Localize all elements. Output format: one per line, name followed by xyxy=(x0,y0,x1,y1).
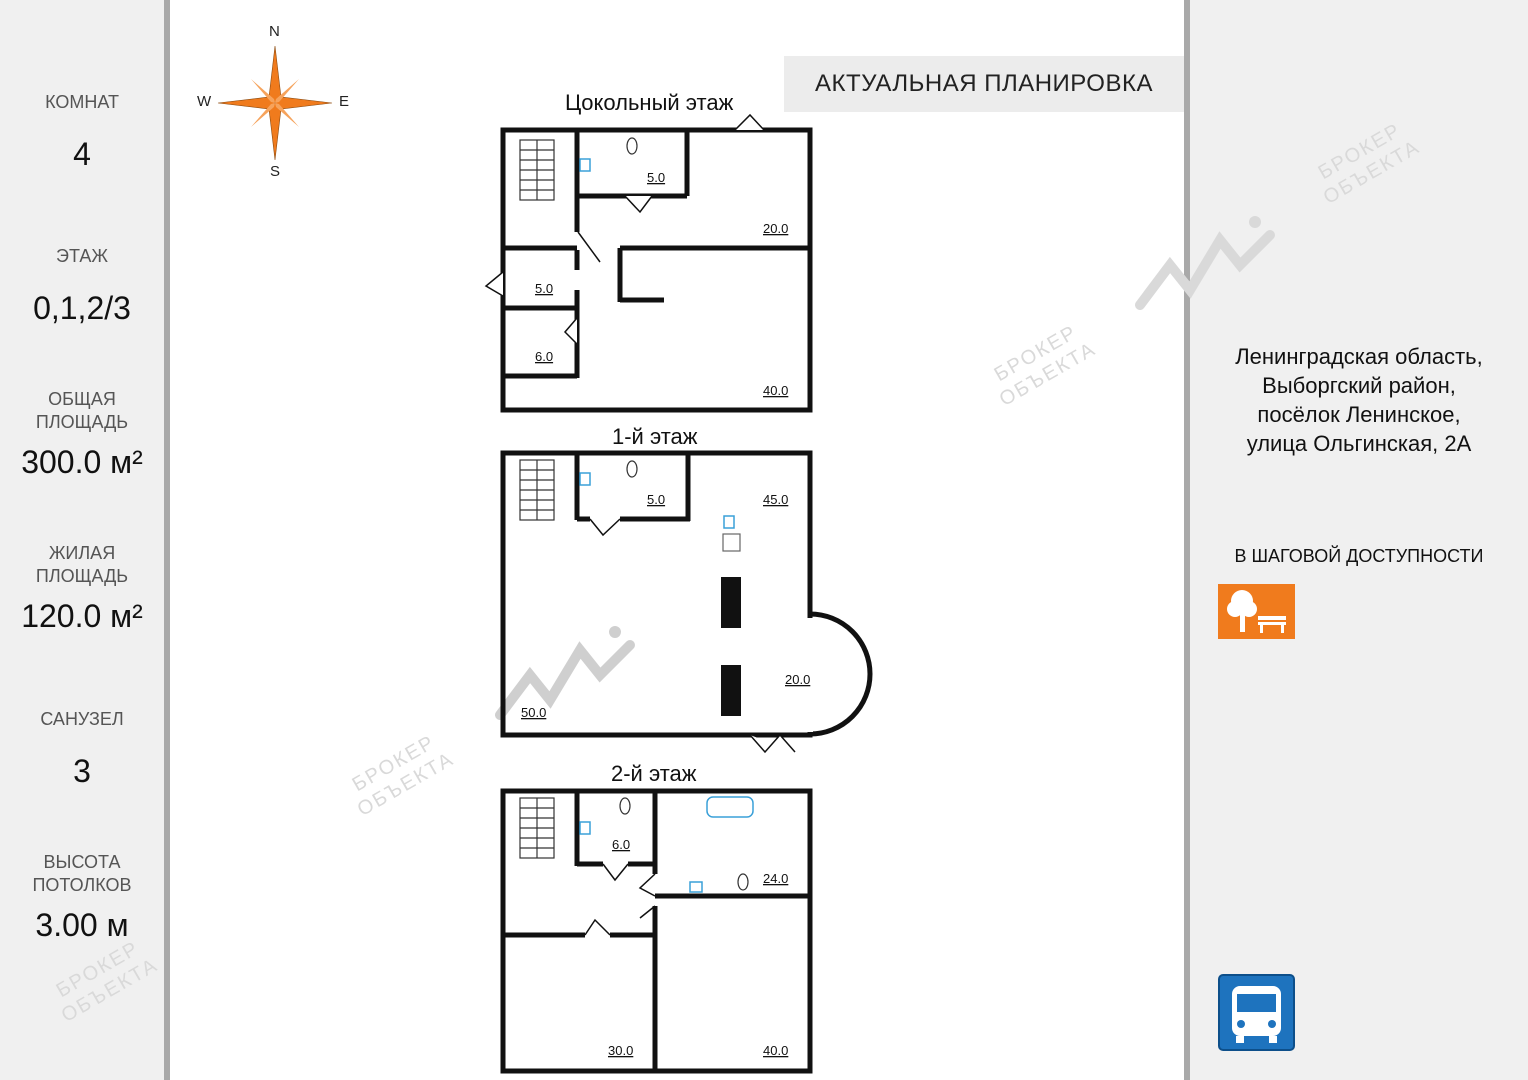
stairs-icon xyxy=(519,797,555,859)
compass-west: W xyxy=(197,93,212,110)
column xyxy=(721,577,741,628)
floor-plan-2 xyxy=(500,788,813,1074)
page-title: АКТУАЛЬНАЯ ПЛАНИРОВКА xyxy=(815,70,1153,97)
address: Ленинградская область, Выборгский район,… xyxy=(1196,342,1522,458)
watermark-logo-icon xyxy=(495,626,635,720)
bathroom-value: 3 xyxy=(73,753,91,789)
stairs-icon xyxy=(519,139,555,201)
room-area-label: 30.0 xyxy=(608,1043,633,1058)
header-band xyxy=(784,56,1184,112)
bathroom-label: САНУЗЕЛ xyxy=(40,709,124,729)
walking-distance-title: В ШАГОВОЙ ДОСТУПНОСТИ xyxy=(1234,546,1484,566)
compass-east: E xyxy=(339,93,350,110)
room-area-label: 5.0 xyxy=(535,281,553,296)
address-text: Ленинградская область, Выборгский район,… xyxy=(1235,344,1483,456)
total-area-value: 300.0 м² xyxy=(21,444,143,480)
compass-north: N xyxy=(269,23,280,40)
info-panel xyxy=(1190,0,1528,1080)
room-area-label: 6.0 xyxy=(612,837,630,852)
sink-icon xyxy=(579,158,735,529)
door-icon xyxy=(589,518,796,754)
door-icon xyxy=(584,863,656,936)
watermark-logo-icon xyxy=(1135,216,1275,310)
floor-title-2: 2-й этаж xyxy=(611,761,697,786)
living-area-label: ЖИЛАЯ ПЛОЩАДЬ xyxy=(35,543,129,586)
rooms-label: КОМНАТ xyxy=(45,92,119,112)
compass-rose-icon xyxy=(217,45,333,161)
sink-icon xyxy=(579,821,703,893)
room-area-label: 20.0 xyxy=(785,672,810,687)
floor-plan-1 xyxy=(500,450,873,738)
floor-plan-basement xyxy=(500,127,813,413)
floor-value: 0,1,2/3 xyxy=(33,290,131,326)
floor-label: ЭТАЖ xyxy=(56,246,108,266)
room-area-label: 40.0 xyxy=(763,383,788,398)
left-divider xyxy=(164,0,170,1080)
floor-title-1: 1-й этаж xyxy=(612,424,698,449)
room-area-label: 6.0 xyxy=(535,349,553,364)
compass-south: S xyxy=(270,163,281,180)
room-area-label: 24.0 xyxy=(763,871,788,886)
total-area-label: ОБЩАЯ ПЛОЩАДЬ xyxy=(35,389,129,432)
toilet-icon xyxy=(619,797,749,891)
room-area-label: 5.0 xyxy=(647,492,665,507)
park-bench-icon xyxy=(1218,584,1295,639)
room-area-label: 5.0 xyxy=(647,170,665,185)
room-area-label: 45.0 xyxy=(763,492,788,507)
toilet-icon xyxy=(626,137,638,478)
room-area-label: 40.0 xyxy=(763,1043,788,1058)
right-divider xyxy=(1184,0,1190,1080)
stairs-icon xyxy=(519,459,555,521)
rooms-value: 4 xyxy=(73,136,91,172)
bathtub-icon xyxy=(706,796,754,818)
door-icon xyxy=(484,113,765,345)
ceiling-height-label: ВЫСОТА ПОТОЛКОВ xyxy=(32,852,132,895)
column xyxy=(721,665,741,716)
stats-panel xyxy=(0,0,164,1080)
stove-icon xyxy=(722,533,741,552)
room-area-label: 50.0 xyxy=(521,705,546,720)
living-area-value: 120.0 м² xyxy=(21,598,143,634)
floor-plans: 5.0 20.0 5.0 6.0 40.0 5.0 45.0 20.0 50.0 xyxy=(484,113,873,1074)
room-area-label: 20.0 xyxy=(763,221,788,236)
floor-title-basement: Цокольный этаж xyxy=(565,90,734,115)
ceiling-height-value: 3.00 м xyxy=(35,907,129,943)
bus-stop-icon xyxy=(1218,974,1295,1051)
